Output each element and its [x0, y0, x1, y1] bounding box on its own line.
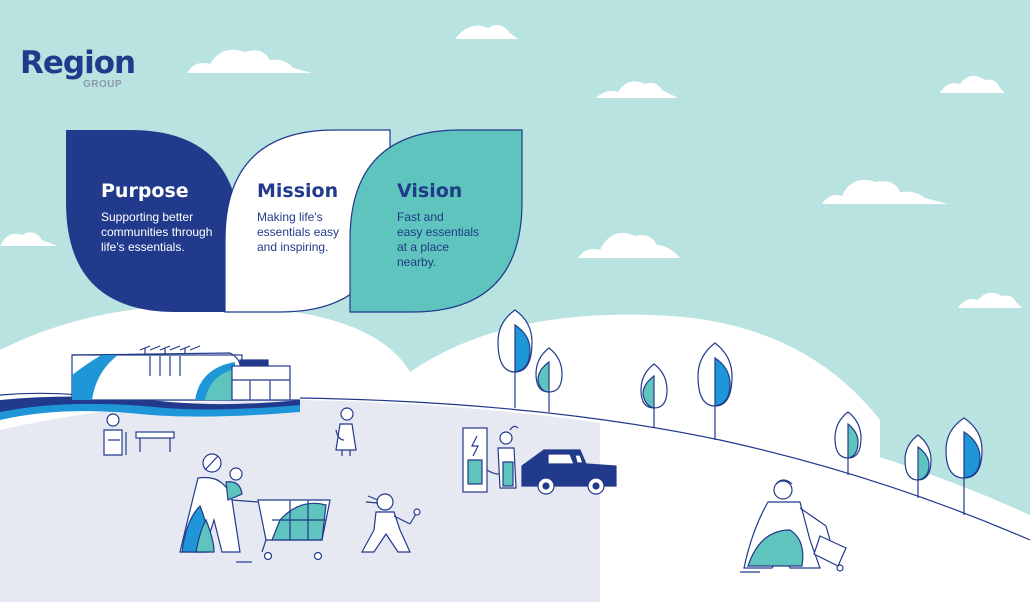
girl-with-ice-cream — [360, 493, 421, 553]
vision-title: Vision — [397, 180, 463, 202]
vision-card: Vision Fast and easy essentials at a pla… — [397, 180, 507, 270]
leaf-purpose — [66, 130, 240, 312]
region-group-logo[interactable]: Region GROUP — [20, 45, 140, 90]
mission-text: Making life's essentials easy and inspir… — [257, 210, 340, 254]
tree — [697, 342, 733, 440]
cloud — [187, 49, 312, 73]
logo-wordmark: Region — [20, 45, 136, 81]
tree — [904, 434, 932, 498]
cloud — [940, 75, 1005, 93]
cloud — [822, 179, 948, 204]
mission-card: Mission Making life's essentials easy an… — [257, 180, 377, 255]
purpose-card: Purpose Supporting better communities th… — [101, 180, 241, 255]
family-with-cart — [179, 453, 331, 563]
vision-text: Fast and easy essentials at a place near… — [397, 210, 480, 269]
bench-scene — [103, 413, 175, 456]
logo-subtext: GROUP — [83, 79, 123, 90]
shopping-centre — [71, 345, 291, 401]
traveller-with-suitcase — [740, 479, 847, 573]
cloud — [596, 81, 678, 98]
tree — [945, 417, 983, 515]
cloud — [0, 232, 58, 246]
cloud — [578, 233, 680, 258]
tree — [497, 309, 533, 408]
tree — [640, 363, 668, 428]
ev-charging-scene — [462, 425, 617, 495]
clouds — [0, 24, 1022, 308]
mission-title: Mission — [257, 180, 339, 202]
purpose-title: Purpose — [101, 180, 189, 202]
leaf-mission — [224, 129, 391, 313]
purpose-text: Supporting better communities through li… — [101, 210, 213, 254]
cloud — [958, 292, 1022, 308]
tree — [535, 347, 563, 412]
cloud — [455, 24, 518, 39]
leaf-shapes — [66, 129, 523, 313]
trees — [497, 309, 983, 515]
standing-woman — [335, 407, 357, 456]
tree — [834, 411, 862, 475]
leaf-vision — [349, 129, 523, 313]
